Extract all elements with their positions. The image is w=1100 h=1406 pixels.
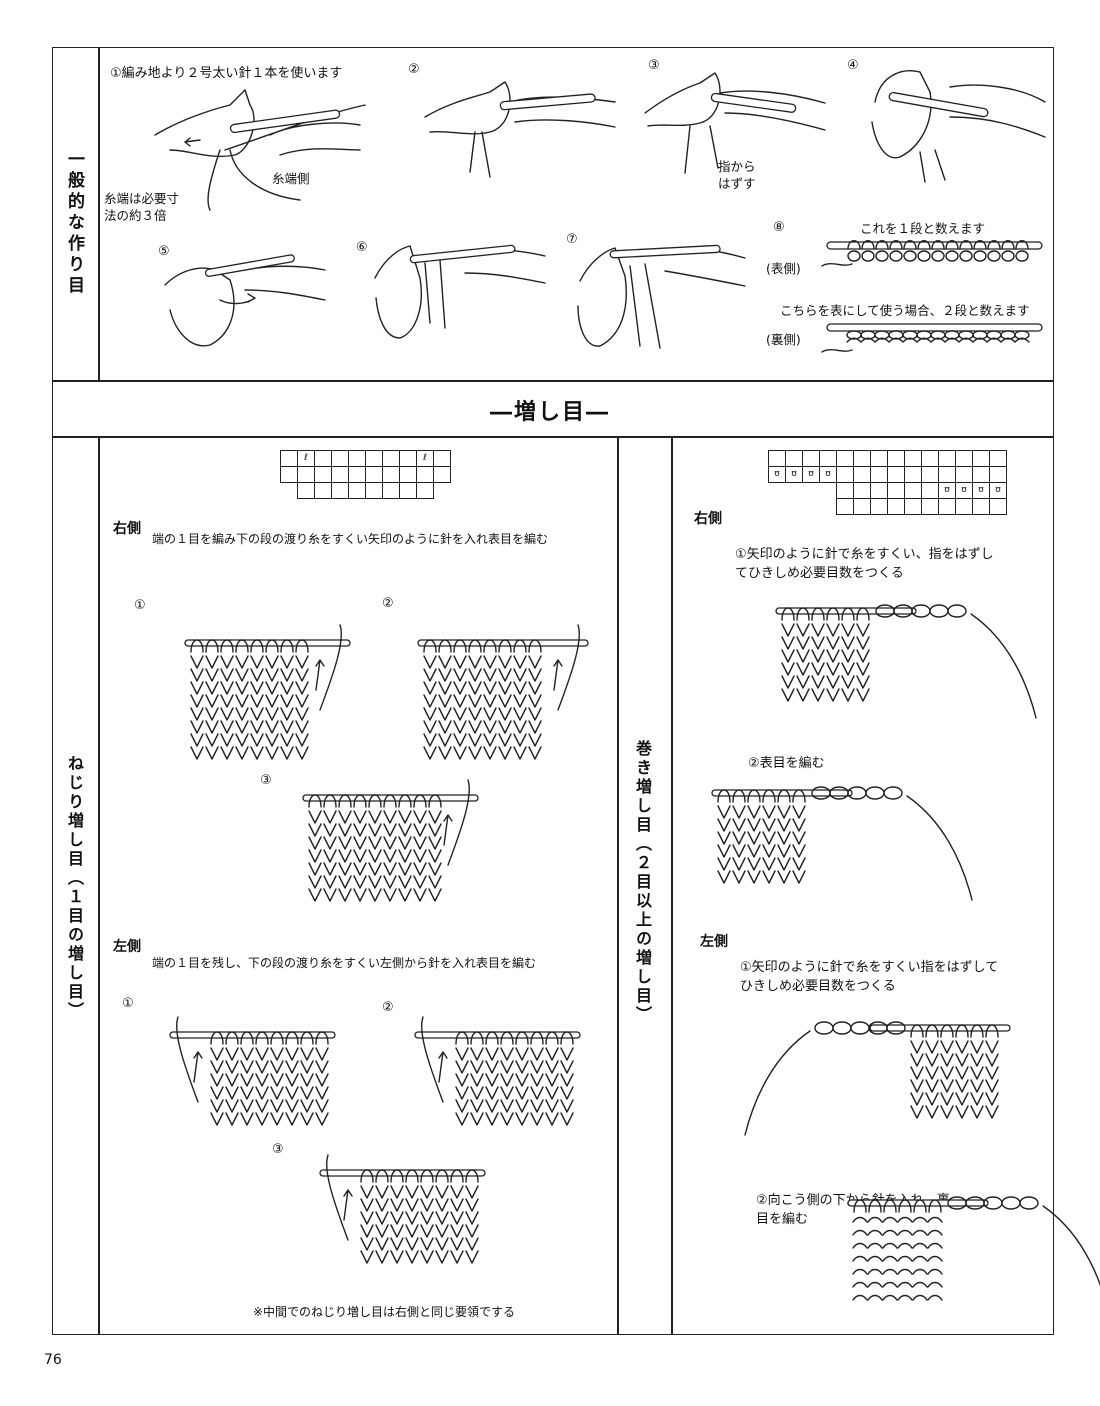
page-number: 76 bbox=[44, 1352, 62, 1368]
left-right-side-caption: 端の１目を編み下の段の渡り糸をすくい矢印のように針を入れ表目を編む bbox=[152, 530, 548, 547]
twisted-left-step3-swatch bbox=[320, 1160, 485, 1255]
front-side-label: (表側) bbox=[766, 258, 801, 277]
wrapped-left-step1-swatch bbox=[740, 1015, 1010, 1185]
twisted-right-step2-swatch bbox=[418, 630, 603, 755]
grid-wrap-symbol: ʊ bbox=[769, 467, 786, 483]
illustration-step4-hands bbox=[860, 62, 1050, 182]
section-title: ―増し目― bbox=[0, 394, 1100, 426]
left-right-step1-number: ① bbox=[134, 598, 146, 613]
count-two-rows-label: こちらを表にして使う場合、２段と数えます bbox=[780, 300, 1030, 319]
twisted-increase-side-label: ねじり増し目（１目の増し目） bbox=[62, 755, 86, 1021]
step1-caption: ①編み地より２号太い針１本を使います bbox=[110, 62, 342, 81]
illustration-step5-hands bbox=[160, 250, 330, 360]
left-left-step3-number: ③ bbox=[272, 1142, 284, 1157]
left-right-step3-number: ③ bbox=[260, 773, 272, 788]
step6-number: ⑥ bbox=[356, 240, 368, 255]
twisted-footnote: ※中間でのねじり増し目は右側と同じ要領でする bbox=[253, 1303, 515, 1320]
wrapped-increase-grid: ʊ ʊ ʊ ʊ ʊ ʊ ʊ ʊ bbox=[768, 450, 1007, 515]
grid-wrap-symbol: ʊ bbox=[973, 483, 990, 499]
wrapped-increase-side-label: 巻き増し目（２目以上の増し目） bbox=[630, 740, 654, 1025]
wrapped-left-step2-swatch bbox=[848, 1190, 1048, 1320]
left-label-column-divider bbox=[98, 47, 100, 381]
left-right-side-heading: 右側 bbox=[113, 518, 141, 538]
step2-number: ② bbox=[408, 62, 420, 77]
twisted-left-step1-swatch bbox=[170, 1022, 335, 1122]
twisted-left-step2-swatch bbox=[410, 1022, 580, 1122]
step4-number: ④ bbox=[847, 58, 859, 73]
step8-number: ⑧ bbox=[773, 220, 785, 235]
twisted-right-step3-swatch bbox=[303, 785, 488, 900]
grid-increase-symbol: ℓ bbox=[298, 451, 315, 467]
grid-increase-symbol: ℓ bbox=[417, 451, 434, 467]
cast-on-chain-back bbox=[822, 320, 1047, 360]
title-divider bbox=[52, 436, 1054, 438]
grid-wrap-symbol: ʊ bbox=[786, 467, 803, 483]
grid-wrap-symbol: ʊ bbox=[803, 467, 820, 483]
left-right-step2-number: ② bbox=[382, 596, 394, 611]
left-left-step2-number: ② bbox=[382, 1000, 394, 1015]
wrapped-right-step1-swatch bbox=[776, 598, 1026, 723]
illustration-step3-hands bbox=[640, 68, 830, 178]
illustration-step1-hands bbox=[150, 80, 370, 210]
grid-wrap-symbol: ʊ bbox=[820, 467, 837, 483]
illustration-step2-hands bbox=[420, 72, 620, 182]
right-right-step1-caption: ①矢印のように針で糸をすくい、指をはずし てひきしめ必要目数をつくる bbox=[735, 545, 994, 583]
top-section-divider bbox=[52, 380, 1054, 382]
twisted-right-step1-swatch bbox=[185, 630, 350, 755]
right-right-step2-caption: ②表目を編む bbox=[748, 752, 825, 771]
left-label-column-divider-2 bbox=[98, 436, 100, 1335]
right-left-step1-caption: ①矢印のように針で糸をすくい指をはずして ひきしめ必要目数をつくる bbox=[740, 958, 998, 996]
grid-wrap-symbol: ʊ bbox=[939, 483, 956, 499]
left-left-step1-number: ① bbox=[122, 996, 134, 1011]
middle-divider-b bbox=[671, 436, 673, 1335]
left-left-side-heading: 左側 bbox=[113, 936, 141, 956]
grid-wrap-symbol: ʊ bbox=[956, 483, 973, 499]
middle-divider-a bbox=[617, 436, 619, 1335]
count-one-row-label: これを１段と数えます bbox=[860, 218, 985, 237]
right-left-side-heading: 左側 bbox=[700, 931, 728, 951]
illustration-step6-hands bbox=[370, 238, 550, 348]
grid-wrap-symbol: ʊ bbox=[990, 483, 1007, 499]
wrapped-right-step2-swatch bbox=[712, 780, 952, 890]
back-side-label: (裏側) bbox=[766, 329, 801, 348]
left-left-side-caption: 端の１目を残し、下の段の渡り糸をすくい左側から針を入れ表目を編む bbox=[152, 954, 536, 971]
cast-on-side-label: 一般的な作り目 bbox=[62, 150, 87, 297]
right-right-side-heading: 右側 bbox=[694, 508, 722, 528]
illustration-step7-hands bbox=[570, 236, 750, 356]
cast-on-chain-front bbox=[822, 238, 1047, 278]
